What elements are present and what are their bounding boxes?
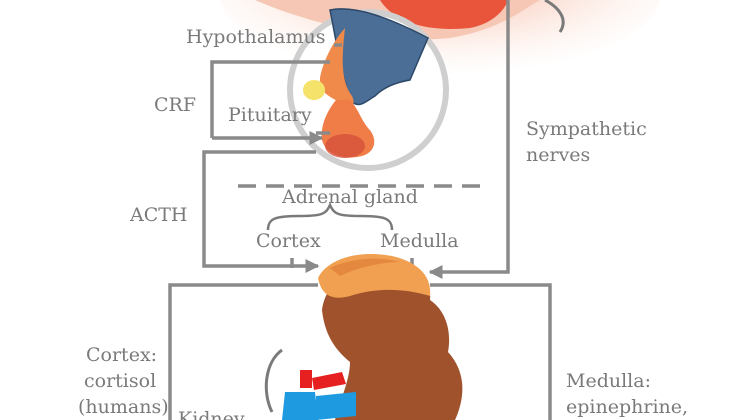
- label-cortex-output-2: cortisol: [84, 370, 157, 392]
- label-medulla-output-2: epinephrine,: [566, 396, 689, 418]
- vein-blue: [282, 392, 318, 420]
- brain-tissue: [380, 0, 508, 29]
- kidney-brace: [264, 348, 283, 413]
- cortex-output-line: [168, 283, 318, 420]
- label-hypothalamus: Hypothalamus: [186, 26, 326, 48]
- adrenal-shade: [330, 258, 400, 276]
- kidney-region: [264, 254, 463, 420]
- sympathetic-line: [428, 0, 510, 279]
- medulla-output-line: [430, 283, 552, 420]
- label-acth: ACTH: [130, 204, 188, 226]
- label-cortex: Cortex: [256, 230, 321, 252]
- artery-red: [300, 370, 312, 388]
- label-cortex-output-3: (humans): [78, 396, 169, 418]
- label-crf: CRF: [154, 94, 197, 116]
- pituitary-lobe: [325, 134, 365, 158]
- label-cortex-output-1: Cortex:: [86, 344, 158, 366]
- label-sympathetic-2: nerves: [526, 144, 591, 166]
- pituitary-region: [303, 8, 429, 158]
- vein-blue-branch: [316, 392, 356, 420]
- adrenal-brace: [266, 201, 394, 231]
- acth-line: [202, 150, 316, 268]
- label-kidney: Kidney: [178, 408, 245, 420]
- label-adrenal-gland: Adrenal gland: [282, 186, 418, 208]
- pathway-lines: [168, 0, 552, 420]
- yellow-nucleus: [303, 80, 325, 100]
- crf-line: [210, 60, 330, 138]
- label-medulla: Medulla: [380, 230, 459, 252]
- label-sympathetic-1: Sympathetic: [526, 118, 647, 140]
- stalk-shape: [319, 28, 354, 109]
- brace-top-right: [544, 0, 565, 33]
- label-pituitary: Pituitary: [228, 104, 312, 126]
- label-medulla-output-1: Medulla:: [566, 370, 651, 392]
- artery-branch: [312, 372, 346, 390]
- kidney-shape: [322, 265, 463, 420]
